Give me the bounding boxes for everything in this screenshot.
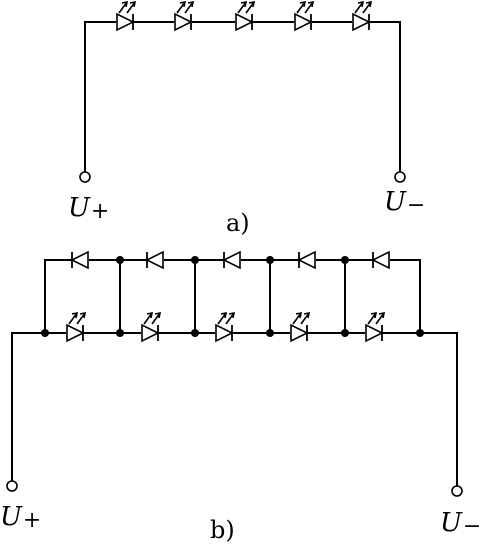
diagram-b-diode-3-triangle	[222, 250, 241, 270]
diagram-a-wire	[84, 21, 401, 172]
diagram-a-led-3-triangle	[235, 12, 254, 32]
diagram-b-negative-terminal	[451, 485, 463, 497]
diagram-b-junction-dot-2	[116, 329, 124, 337]
diagram-a-led-2-emission-arrows-icon	[176, 0, 195, 14]
diagram-b-diode-5	[371, 250, 390, 270]
diagram-a: U+ U− a)	[68, 0, 425, 237]
diagram-a-led-5-emission-arrows-icon	[354, 0, 373, 14]
diagram-a-led-3-emission-arrows-icon	[237, 0, 256, 14]
diagram-a-negative-label: U−	[384, 187, 425, 218]
diagram-b-led-3-triangle	[215, 323, 234, 343]
diagram-b-junctions	[41, 256, 424, 337]
diagram-b-diode-4	[297, 250, 316, 270]
diagram-a-positive-terminal	[79, 171, 91, 183]
diagram-a-positive-label: U+	[68, 193, 109, 224]
diagram-a-led-4-emission-arrows-icon	[296, 0, 315, 14]
diagram-b-diode-5-triangle	[371, 250, 390, 270]
diagram-a-led-2	[174, 0, 195, 32]
diagram-b-led-3-emission-arrows-icon	[217, 311, 236, 325]
diagram-b-led-5	[365, 311, 386, 343]
diagram-b-diode-4-triangle	[297, 250, 316, 270]
diagram-b-led-1-triangle	[66, 323, 85, 343]
diagram-b-junction-dot-5	[341, 329, 349, 337]
diagram-b-junction-dot-1	[41, 329, 49, 337]
diagram-b-protection-diodes	[70, 250, 390, 270]
diagram-b-main-wire	[11, 332, 458, 486]
diagram-b-led-3	[215, 311, 236, 343]
diagram-b-led-1	[66, 311, 87, 343]
diagram-b-diode-1-triangle	[70, 250, 89, 270]
diagram-b-led-4-emission-arrows-icon	[292, 311, 311, 325]
diagram-b-bypass-wire	[44, 259, 421, 333]
diagram-b-diode-2-triangle	[145, 250, 164, 270]
diagram-b-led-5-triangle	[365, 323, 384, 343]
diagram-b-led-5-emission-arrows-icon	[367, 311, 386, 325]
diagram-b-junction-dot-9	[266, 256, 274, 264]
diagram-b-led-4-triangle	[290, 323, 309, 343]
diagram-b-diode-3	[222, 250, 241, 270]
diagram-b-led-string	[66, 311, 386, 343]
diagram-b-diode-1	[70, 250, 89, 270]
diagram-a-led-1-triangle	[116, 12, 135, 32]
diagram-a-led-1	[116, 0, 137, 32]
diagram-b-caption: b)	[210, 516, 235, 544]
diagram-b-led-1-emission-arrows-icon	[68, 311, 87, 325]
diagram-b-negative-label: U−	[440, 508, 481, 539]
diagram-a-led-2-triangle	[174, 12, 193, 32]
diagram-a-led-1-emission-arrows-icon	[118, 0, 137, 14]
diagram-b-positive-terminal	[6, 480, 18, 492]
diagram-b-led-2-emission-arrows-icon	[143, 311, 162, 325]
diagram-b-junction-dot-8	[191, 256, 199, 264]
diagram-a-led-3	[235, 0, 256, 32]
diagram-b-junction-dot-6	[416, 329, 424, 337]
diagram-b-rungs	[119, 260, 346, 333]
diagram-b-led-4	[290, 311, 311, 343]
diagram-b-led-2	[141, 311, 162, 343]
diagram-b-junction-dot-7	[116, 256, 124, 264]
diagram-b-junction-dot-10	[341, 256, 349, 264]
diagram-a-led-string	[116, 0, 373, 32]
diagram-a-led-4	[294, 0, 315, 32]
diagram-b-led-2-triangle	[141, 323, 160, 343]
diagram-b-diode-2	[145, 250, 164, 270]
diagram-a-negative-terminal	[394, 171, 406, 183]
diagram-a-caption: a)	[226, 209, 250, 237]
diagram-b: U+ U− b)	[0, 250, 481, 544]
diagram-a-led-5-triangle	[352, 12, 371, 32]
diagram-b-positive-label: U+	[0, 502, 41, 533]
diagram-a-led-4-triangle	[294, 12, 313, 32]
diagram-a-led-5	[352, 0, 373, 32]
diagram-b-junction-dot-4	[266, 329, 274, 337]
diagram-b-junction-dot-3	[191, 329, 199, 337]
